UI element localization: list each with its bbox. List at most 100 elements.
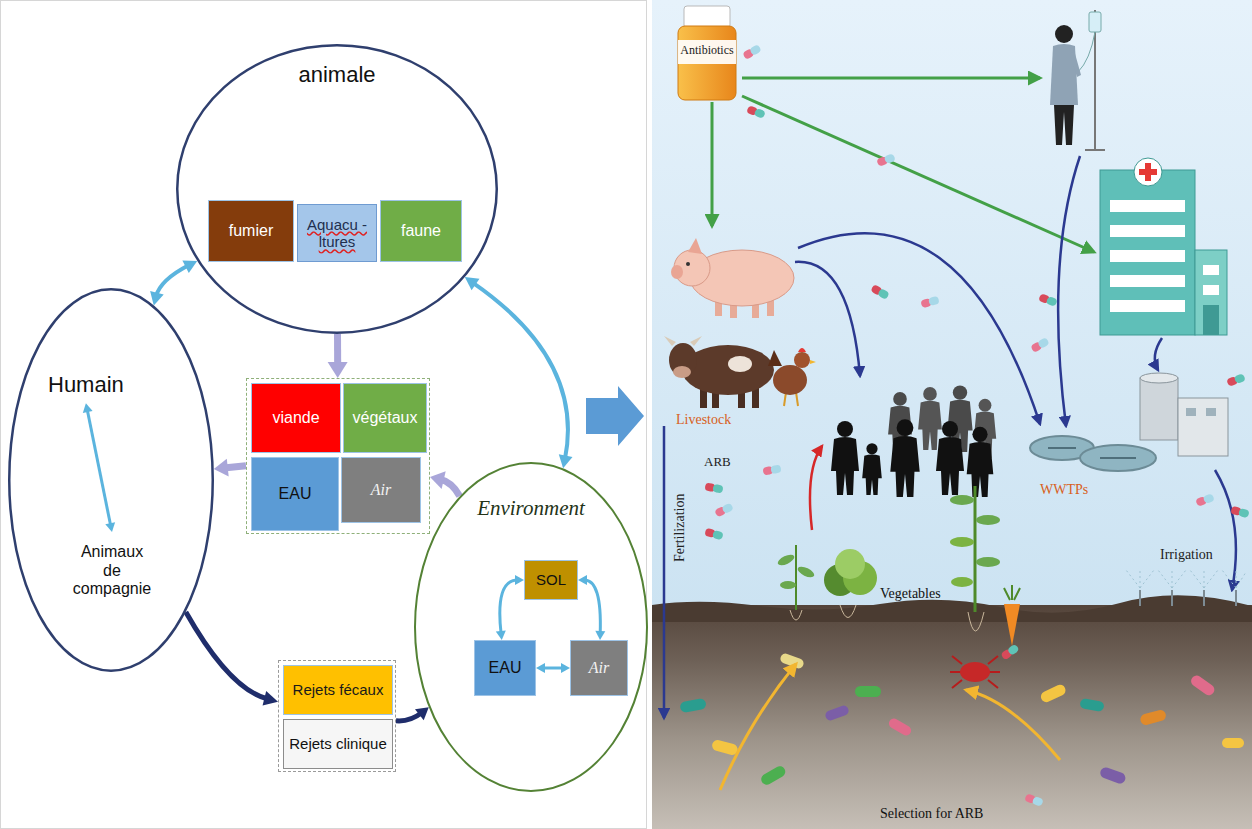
arrowhead: [496, 631, 506, 641]
hospital-building: [1139, 169, 1157, 175]
vector-box: viande: [251, 383, 341, 453]
soil-bacteria: [679, 652, 1244, 790]
antibiotic-pills: [1030, 337, 1050, 353]
right-panel: [652, 595, 1252, 622]
people-crowd: [936, 421, 964, 495]
antibiotic-bottle: [678, 26, 736, 100]
circle-title: Environment: [414, 496, 648, 520]
hospital-building: [1100, 158, 1227, 335]
vegetables: [974, 486, 977, 612]
antibiotic-pills: [714, 503, 734, 518]
connector: [578, 575, 605, 640]
source-box: fumier: [208, 200, 294, 262]
soil-bacteria: [1039, 683, 1067, 704]
connector: [465, 277, 573, 468]
connector: [536, 663, 570, 673]
circle-outline: [9, 289, 213, 671]
vegetables: [976, 515, 1000, 525]
antibiotic-pills: [1038, 293, 1058, 307]
antibiotic-pills: [1230, 506, 1249, 518]
treatment-plant: [1206, 408, 1216, 416]
box-text: Animaux de compagnie: [71, 543, 153, 598]
compartment-box: SOL: [524, 560, 578, 600]
soil-bacteria: [679, 698, 707, 713]
bottle-label: Antibiotics: [679, 44, 735, 58]
compartment-box: EAU: [474, 640, 536, 696]
chicken-figure: [768, 350, 782, 366]
vegetables: [840, 605, 856, 618]
panel-frame: [1, 1, 647, 829]
connector-line: [396, 712, 422, 721]
box-text: Rejets clinique: [289, 735, 387, 752]
compartment-box: Air: [570, 640, 628, 696]
box-text: EAU: [279, 485, 312, 503]
domain-circle: animalefumierAquacu -lturesfaune: [176, 44, 498, 334]
cow-figure: [752, 388, 759, 408]
vegetables: [976, 557, 1000, 567]
resistance-flow-arrows: [795, 262, 860, 376]
vector-box: végétaux: [343, 383, 427, 453]
vegetables: [796, 565, 816, 580]
antibiotic-pills: [704, 482, 723, 493]
arrowhead: [182, 261, 197, 274]
pathway-label: Fertilization: [672, 494, 688, 562]
cow-figure: [664, 336, 702, 346]
vegetables: [951, 577, 973, 587]
antibiotic-pills: [1195, 493, 1215, 507]
process-label: Selection for ARB: [880, 806, 983, 822]
source-box: Aquacu -ltures: [297, 204, 377, 262]
box-text: viande: [272, 409, 319, 427]
connector-line: [584, 580, 600, 634]
domain-circle: HumainAnimaux de compagnie: [8, 288, 214, 672]
connector: [214, 459, 246, 477]
antibiotic-flow-arrows: [712, 78, 1094, 252]
arrowhead: [578, 575, 587, 585]
antibiotic-pills: [1226, 373, 1246, 387]
arrowhead: [150, 291, 164, 305]
arrowhead: [515, 575, 524, 585]
patient-figure: [1055, 25, 1073, 43]
box-text: faune: [401, 222, 441, 240]
antibiotic-pills: [704, 528, 723, 540]
hospital-building: [1203, 265, 1219, 275]
soil-bacteria: [1099, 766, 1127, 785]
connector-line: [472, 282, 568, 459]
antibiotic-pills: [742, 44, 762, 60]
antibiotic-pills: [1024, 793, 1044, 807]
soil-bacteria: [1189, 673, 1217, 697]
connector: [150, 261, 197, 306]
right-panel: [652, 605, 1252, 829]
sprinklers: [1235, 590, 1237, 606]
treatment-plant: [1100, 457, 1136, 459]
antibiotic-pills: [920, 296, 939, 308]
connector: [328, 334, 348, 378]
waste-box: Rejets clinique: [283, 719, 393, 769]
resistance-flow-arrows: [798, 233, 1040, 424]
connector: [430, 471, 460, 496]
soil-bacteria: [759, 764, 787, 787]
plant-label: WWTPs: [1040, 482, 1088, 498]
resistance-flow-arrows: [663, 426, 666, 718]
vegetables: [790, 610, 802, 620]
soil-bacteria: [1139, 709, 1167, 726]
group-frame: Rejets fécauxRejets clinique: [278, 660, 396, 772]
subgroup-label: Animaux de compagnie: [68, 538, 156, 604]
arrowhead: [561, 663, 570, 673]
sprinklers: [1139, 590, 1141, 606]
connector-line: [186, 612, 269, 699]
arrowhead: [214, 459, 229, 477]
soil-bacteria: [720, 664, 796, 790]
hospital-building: [1110, 275, 1185, 287]
arrowhead: [536, 663, 545, 673]
antibiotic-bottle: [678, 40, 736, 64]
arrowhead: [415, 707, 429, 720]
antibiotic-flow-arrows: [742, 96, 1094, 252]
hospital-building: [1110, 225, 1185, 237]
uptake-arrow: [810, 446, 822, 530]
cow-figure: [682, 345, 774, 395]
waste-box: Rejets fécaux: [283, 665, 393, 715]
vegetables: [950, 495, 974, 505]
treatment-plant: [1140, 373, 1178, 383]
people-crowd: [890, 419, 919, 497]
